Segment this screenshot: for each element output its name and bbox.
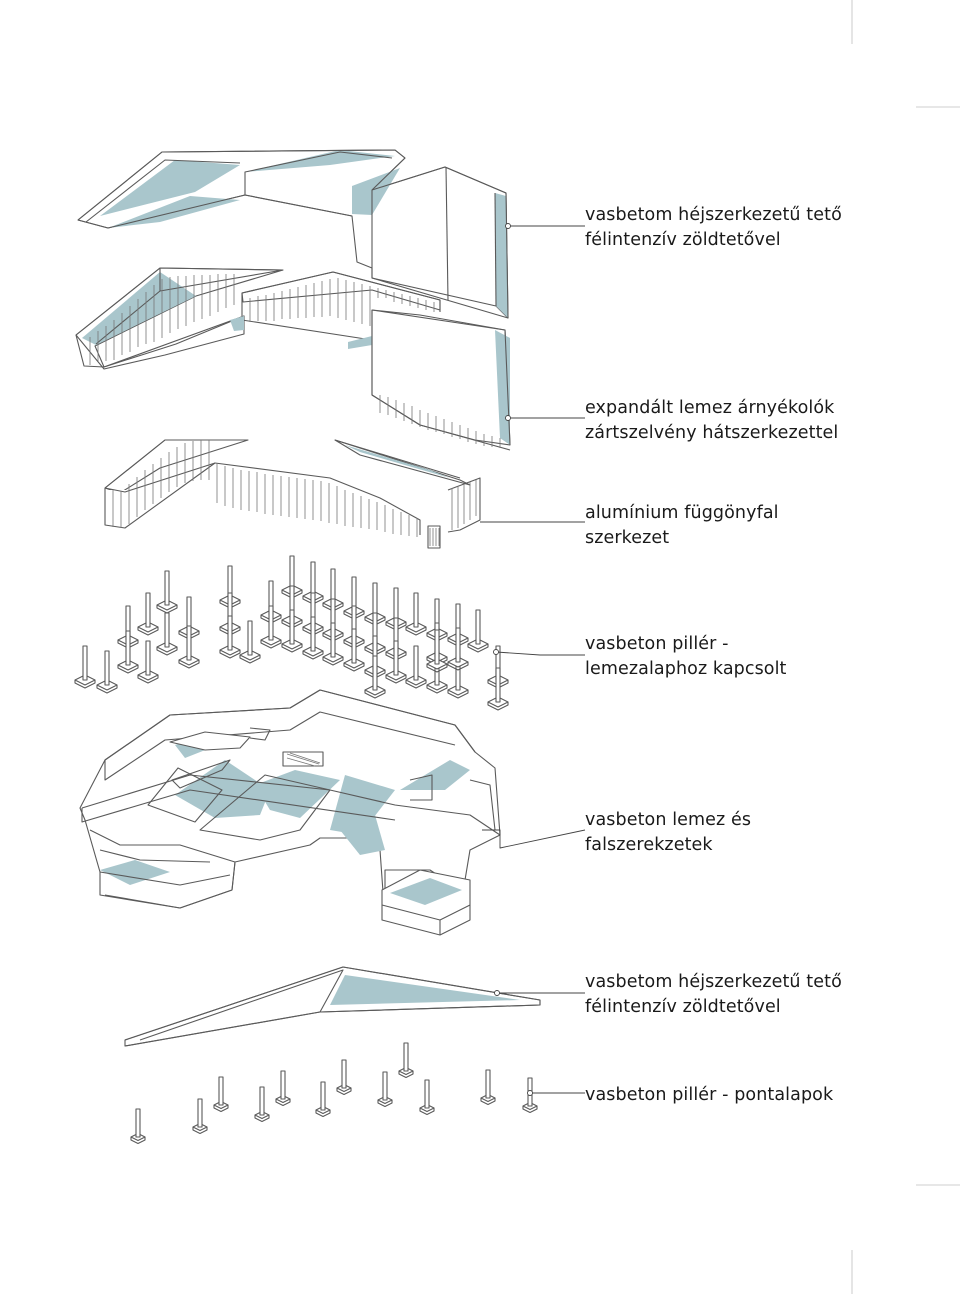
leader-line-columns-raft — [495, 651, 585, 656]
column — [219, 615, 241, 659]
label-line: félintenzív zöldtetővel — [585, 230, 781, 250]
shading-screens — [75, 267, 511, 451]
roof-shell-top — [77, 149, 509, 319]
column — [281, 609, 303, 653]
column — [192, 1098, 208, 1135]
label-line: vasbeton lemez és — [585, 810, 752, 830]
column — [260, 605, 282, 649]
label-line: falszerekzetek — [585, 835, 713, 855]
column — [364, 655, 386, 699]
roof-shell-lower — [124, 966, 541, 1047]
column — [398, 1042, 414, 1079]
column — [343, 628, 365, 672]
column — [419, 1079, 435, 1116]
label-slabs-walls: vasbeton lemez és falszerekzetek — [585, 808, 945, 858]
column — [405, 645, 427, 689]
column — [364, 612, 386, 656]
label-line: szerkezet — [585, 528, 670, 548]
label-line: vasbeton pillér - — [585, 634, 729, 654]
column — [385, 640, 407, 684]
leader-line-slabs — [482, 829, 586, 849]
label-line: lemezalaphoz kapcsolt — [585, 659, 787, 679]
leader-lines — [480, 223, 586, 1096]
column — [213, 1076, 229, 1113]
column — [96, 650, 118, 694]
column — [239, 620, 261, 664]
columns-raft-foundation — [74, 555, 509, 711]
column — [130, 1108, 146, 1145]
label-line: félintenzív zöldtetővel — [585, 997, 781, 1017]
label-roof-shell-top: vasbetom héjszerkezetű tető félintenzív … — [585, 203, 945, 253]
column — [178, 625, 200, 669]
label-line: vasbetom héjszerkezetű tető — [585, 972, 842, 992]
label-columns-raft: vasbeton pillér - lemezalaphoz kapcsolt — [585, 632, 945, 682]
column — [405, 592, 427, 636]
column — [487, 667, 509, 711]
column — [336, 1059, 352, 1096]
column — [426, 629, 448, 673]
label-roof-shell-lower: vasbetom héjszerkezetű tető félintenzív … — [585, 970, 945, 1020]
column — [322, 622, 344, 666]
column — [137, 592, 159, 636]
label-line: expandált lemez árnyékolók — [585, 398, 835, 418]
column — [156, 570, 178, 614]
curtain-wall — [104, 439, 481, 549]
label-line: zártszelvény hátszerkezettel — [585, 423, 839, 443]
column — [480, 1069, 496, 1106]
column — [275, 1070, 291, 1107]
concrete-slabs-walls — [79, 689, 501, 936]
page-trim-marks — [851, 0, 960, 1294]
label-columns-point: vasbeton pillér - pontalapok — [585, 1083, 945, 1108]
label-curtain-wall: alumínium függönyfal szerkezet — [585, 501, 945, 551]
label-line: alumínium függönyfal — [585, 503, 779, 523]
column — [117, 630, 139, 674]
column — [377, 1071, 393, 1108]
columns-point-foundations — [130, 1042, 538, 1145]
column — [156, 612, 178, 656]
column — [447, 627, 469, 671]
label-line: vasbeton pillér - pontalapok — [585, 1085, 834, 1105]
column — [315, 1081, 331, 1118]
label-line: vasbetom héjszerkezetű tető — [585, 205, 842, 225]
column — [467, 609, 489, 653]
column — [254, 1086, 270, 1123]
label-shading-screens: expandált lemez árnyékolók zártszelvény … — [585, 396, 945, 446]
column — [302, 616, 324, 660]
column — [137, 640, 159, 684]
column — [74, 645, 96, 689]
